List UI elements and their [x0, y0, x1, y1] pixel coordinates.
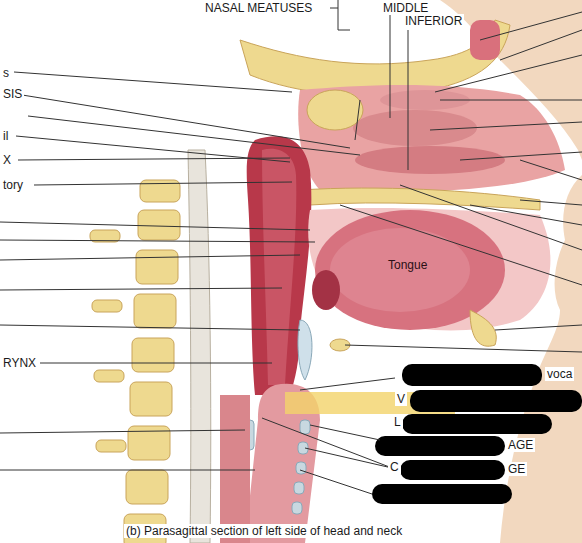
part-label: RYNX — [1, 356, 38, 370]
part-label: voca — [545, 367, 574, 381]
part-label: AGE — [506, 438, 535, 452]
part-label: SIS — [1, 87, 24, 101]
part-label: s — [1, 66, 11, 80]
part-label: GE — [506, 462, 527, 476]
part-label: Tongue — [386, 258, 429, 272]
part-label: L — [392, 415, 403, 429]
part-label: V — [395, 392, 407, 406]
part-label: il — [1, 129, 10, 143]
part-label: tory — [1, 178, 25, 192]
part-label: NASAL MEATUSES — [203, 1, 314, 15]
part-label: MIDDLE — [381, 1, 430, 15]
part-label: X — [1, 153, 13, 167]
part-label: C — [388, 460, 401, 474]
part-label: INFERIOR — [403, 14, 464, 28]
figure-caption: (b) Parasagittal section of left side of… — [124, 524, 404, 538]
